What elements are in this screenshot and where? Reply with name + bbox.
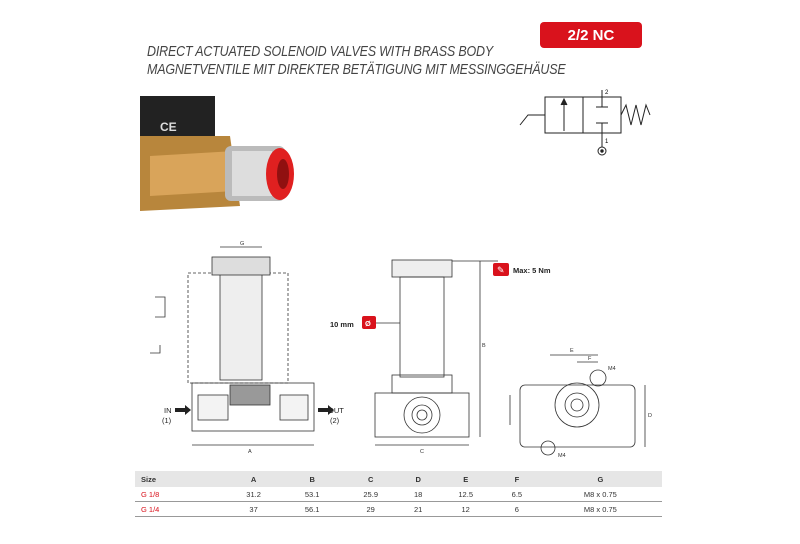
svg-text:CE: CE	[160, 120, 177, 134]
out-label: OUT	[328, 406, 344, 415]
dim-d: D	[648, 413, 652, 419]
cell: M8 x 0.75	[538, 487, 662, 502]
technical-drawings: G A C B E F D M4 M4 IN (1) OUT (2) ✎ Max…	[150, 241, 652, 459]
dim-b: B	[482, 343, 486, 349]
table-row: G 1/8 31.2 53.1 25.9 18 12.5 6.5 M8 x 0.…	[135, 487, 662, 502]
out-port: (2)	[330, 416, 340, 425]
diameter-icon: Ø	[365, 319, 371, 328]
dim-c: C	[420, 449, 424, 455]
col-d: D	[399, 471, 437, 487]
cell: 6.5	[494, 487, 539, 502]
cell: 18	[399, 487, 437, 502]
cell: 31.2	[224, 487, 283, 502]
col-g: G	[538, 471, 662, 487]
cell: G 1/4	[135, 501, 225, 517]
cell: 53.1	[282, 487, 342, 502]
table-header: Size A B C D E F G	[135, 471, 662, 487]
port-1-label: 1	[605, 139, 609, 145]
circuit-badge: 2/2 NC	[540, 22, 642, 48]
in-port: (1)	[162, 416, 172, 425]
cell: 29	[341, 501, 400, 517]
cell: 37	[224, 501, 283, 517]
title-english: DIRECT ACTUATED SOLENOID VALVES WITH BRA…	[147, 44, 494, 60]
dim-f: F	[588, 356, 592, 362]
product-photo: CE	[140, 96, 300, 220]
diameter-label: 10 mm	[330, 320, 354, 329]
cell: G 1/8	[135, 487, 225, 502]
in-label: IN	[164, 406, 172, 415]
cell: 56.1	[282, 501, 342, 517]
col-c: C	[341, 471, 400, 487]
cell: 12.5	[436, 487, 495, 502]
col-size: Size	[135, 471, 225, 487]
cell: 6	[494, 501, 539, 517]
dim-e: E	[570, 348, 574, 354]
port-2-label: 2	[605, 90, 609, 96]
cell: 12	[436, 501, 495, 517]
wrench-icon: ✎	[497, 265, 505, 275]
cell: 21	[399, 501, 437, 517]
title-german: MAGNETVENTILE MIT DIREKTER BETÄTIGUNG MI…	[147, 62, 566, 78]
dim-g: G	[240, 241, 244, 247]
torque-label: Max: 5 Nm	[513, 266, 551, 275]
col-b: B	[282, 471, 342, 487]
dim-a: A	[248, 449, 252, 455]
cell: M8 x 0.75	[538, 501, 662, 517]
table-row: G 1/4 37 56.1 29 21 12 6 M8 x 0.75	[135, 501, 662, 517]
cell: 25.9	[341, 487, 400, 502]
m4-top: M4	[608, 366, 616, 372]
dimensions-table: Size A B C D E F G G 1/8 31.2 53.1 25.9 …	[135, 471, 662, 517]
m4-bottom: M4	[558, 453, 566, 459]
col-e: E	[436, 471, 495, 487]
col-a: A	[224, 471, 283, 487]
valve-symbol: 2 1	[519, 90, 651, 156]
col-f: F	[494, 471, 539, 487]
